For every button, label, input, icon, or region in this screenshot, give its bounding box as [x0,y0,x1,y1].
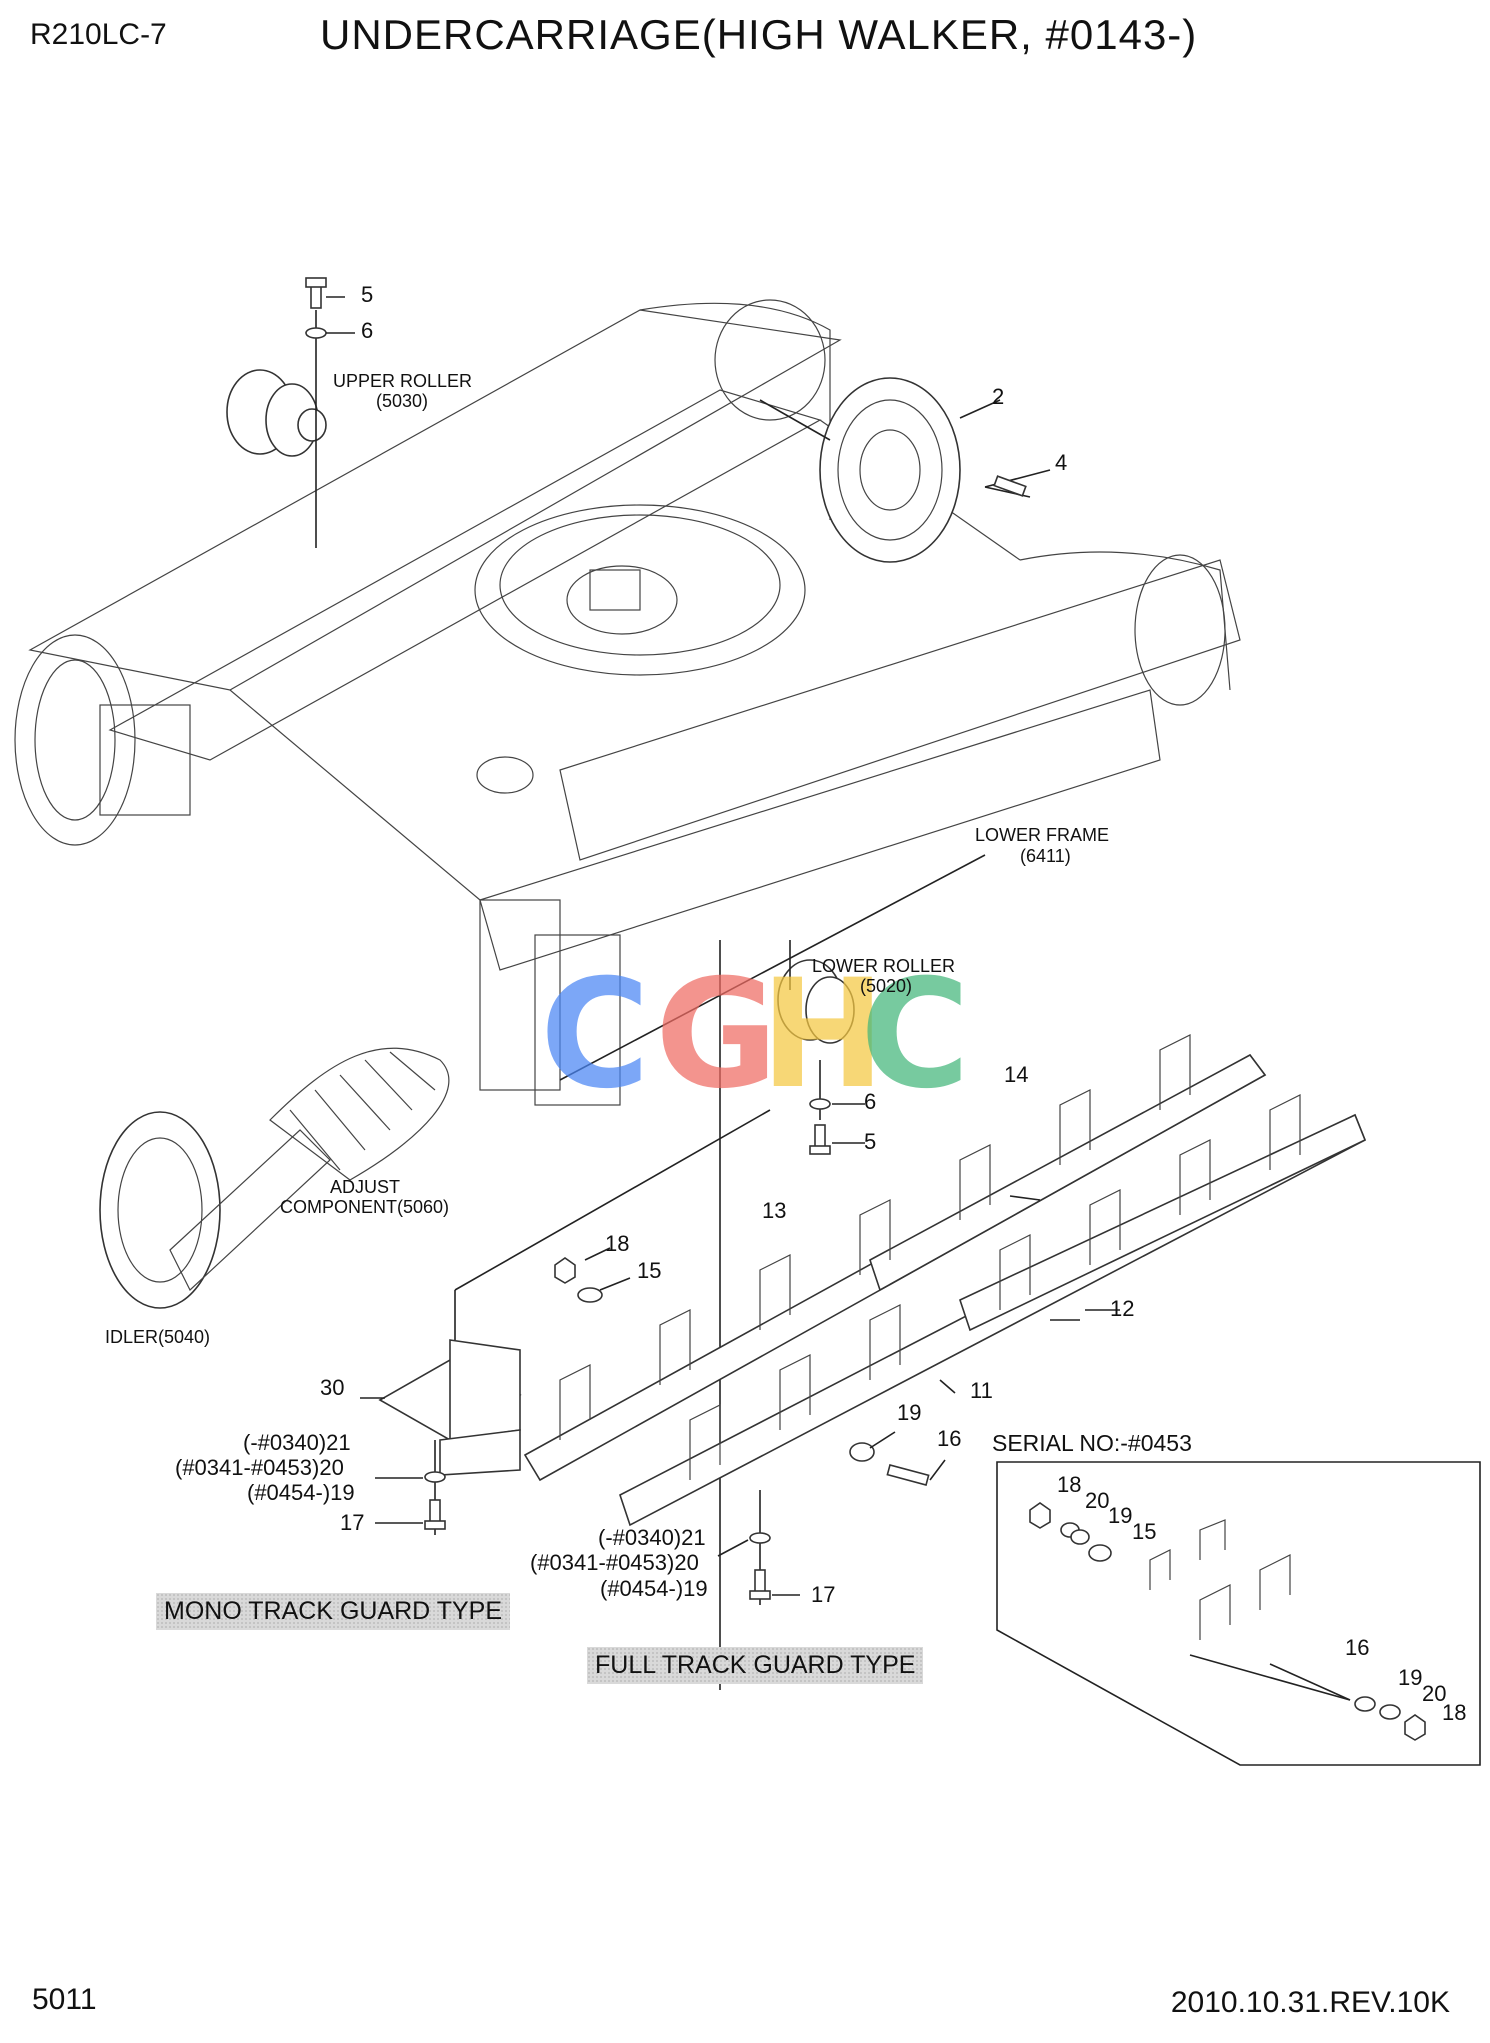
callout-21-mono: (-#0340)21 [243,1430,351,1455]
idler-drawing [99,1047,771,1340]
callout-30: 30 [320,1375,345,1400]
inset-callout-18b: 18 [1442,1700,1467,1725]
full-guard-drawing [523,1034,1367,1605]
callout-21-full: (-#0340)21 [598,1525,706,1550]
callout-17-full: 17 [811,1582,836,1607]
watermark-letter-g: G [655,948,779,1122]
callout-19: 19 [897,1400,922,1425]
callout-6-low: 6 [864,1089,877,1114]
revision-date: 2010.10.31.REV.10K [1170,1986,1450,2019]
callout-11: 11 [970,1378,993,1403]
serial-inset-box [996,1461,1481,1766]
label-upper-roller: UPPER ROLLER [333,371,473,391]
callout-16: 16 [937,1426,962,1451]
callout-4: 4 [1055,450,1068,475]
inset-callout-19a: 19 [1108,1503,1133,1528]
label-idler: IDLER(5040) [105,1327,211,1347]
callout-20-full: (#0341-#0453)20 [530,1550,699,1575]
watermark-letter-c1: C [540,948,651,1122]
callout-5-low: 5 [864,1129,877,1154]
watermark-letter-c2: C [860,948,971,1122]
mono-guard-drawing [360,1339,522,1535]
banner-mono-track-guard: MONO TRACK GUARD TYPE [156,1593,511,1630]
upper-roller-drawing [226,277,355,548]
label-adjust-component: COMPONENT(5060) [280,1197,450,1217]
label-lower-roller: LOWER ROLLER [812,956,956,976]
page-number: 5011 [32,1983,97,2016]
callout-17-mono: 17 [340,1510,365,1535]
inset-callout-19b: 19 [1398,1665,1423,1690]
inset-callout-15: 15 [1132,1519,1157,1544]
label-serial-number: SERIAL NO:-#0453 [992,1430,1192,1456]
label-upper-roller-code: (5030) [376,391,429,411]
inset-callout-18a: 18 [1057,1472,1082,1497]
label-lower-roller-code: (5020) [860,976,913,996]
lower-roller-drawing [559,854,986,1690]
watermark-letter-h: H [760,948,886,1122]
inset-callout-20b: 20 [1422,1681,1447,1706]
callout-19-full: (#0454-)19 [600,1576,708,1601]
label-adjust: ADJUST [330,1177,401,1197]
inset-callout-20a: 20 [1085,1488,1110,1513]
banner-full-track-guard: FULL TRACK GUARD TYPE [587,1647,924,1684]
callout-18: 18 [605,1231,630,1256]
inset-callout-16: 16 [1345,1635,1370,1660]
callout-19-mono: (#0454-)19 [247,1480,355,1505]
callout-13: 13 [762,1198,787,1223]
callout-12: 12 [1110,1296,1135,1321]
sprocket-drawing [759,377,1051,563]
callout-5-top: 5 [361,282,374,307]
model-number: R210LC-7 [30,18,167,51]
label-lower-frame-code: (6411) [1020,846,1071,866]
callout-6-top: 6 [361,318,374,343]
callout-14: 14 [1004,1062,1029,1087]
callout-2: 2 [992,384,1005,409]
lower-frame-drawing [14,299,1241,1106]
callout-20-mono: (#0341-#0453)20 [175,1455,344,1480]
label-lower-frame: LOWER FRAME [975,825,1110,845]
callout-15: 15 [637,1258,662,1283]
page-title: UNDERCARRIAGE(HIGH WALKER, #0143-) [320,11,1198,58]
